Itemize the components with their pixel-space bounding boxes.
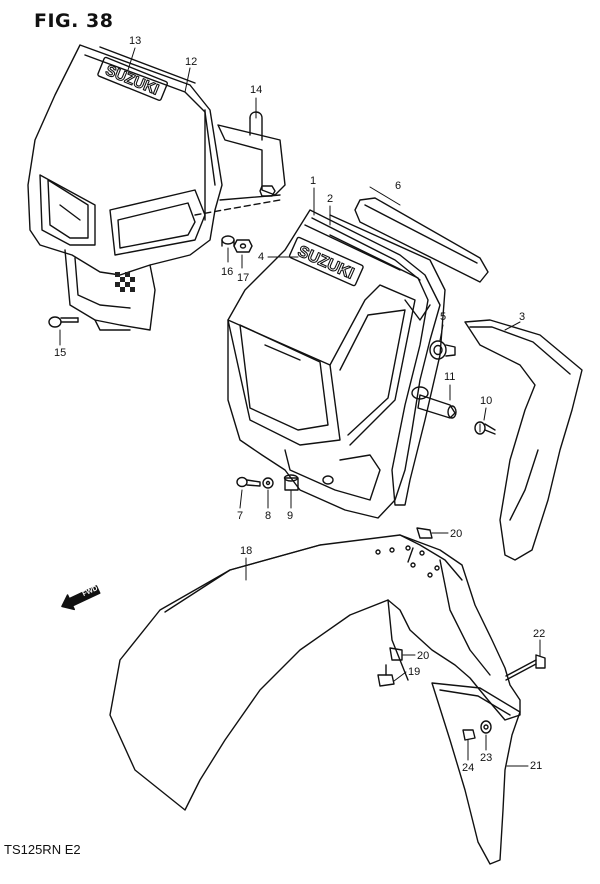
checker-decal xyxy=(115,272,135,292)
callout-8: 8 xyxy=(265,510,272,522)
callout-9: 9 xyxy=(287,510,294,522)
bolt-22 xyxy=(505,654,546,681)
callout-18: 18 xyxy=(240,545,253,557)
bracket-nut xyxy=(259,185,276,197)
model-code: TS125RN E2 xyxy=(4,842,81,857)
clip-nut-20-upper xyxy=(416,527,433,539)
callout-4: 4 xyxy=(258,251,265,263)
clip-nut-20-lower xyxy=(389,647,403,661)
callout-2: 2 xyxy=(327,193,334,205)
callout-5: 5 xyxy=(440,311,447,323)
washer-17 xyxy=(233,239,253,253)
callout-14: 14 xyxy=(250,84,263,96)
screw-7 xyxy=(236,476,261,488)
callout-15: 15 xyxy=(54,347,67,359)
callout-22: 22 xyxy=(533,628,546,640)
callout-23: 23 xyxy=(480,752,493,764)
mud-flap xyxy=(431,682,521,865)
front-fender xyxy=(109,534,521,811)
nut-24 xyxy=(462,729,476,741)
callout-7: 7 xyxy=(237,510,244,522)
nut-16 xyxy=(221,235,235,247)
callout-19: 19 xyxy=(408,666,421,678)
spacer-11 xyxy=(417,394,457,419)
callout-12: 12 xyxy=(185,56,198,68)
upper-suzuki-badge: SUZUKI xyxy=(97,56,168,101)
washer-8 xyxy=(262,477,274,489)
callout-3: 3 xyxy=(519,311,526,323)
washer-23 xyxy=(480,720,492,734)
leader-lines xyxy=(59,47,541,767)
figure-title: FIG. 38 xyxy=(34,10,114,32)
callout-24: 24 xyxy=(462,762,475,774)
callout-1: 1 xyxy=(310,175,317,187)
forward-arrow xyxy=(61,585,101,611)
trim-strip xyxy=(354,197,489,283)
spacer-9 xyxy=(283,474,299,491)
screw-10 xyxy=(474,421,496,435)
lower-headlight-cover xyxy=(227,209,441,519)
grommet-5 xyxy=(429,340,456,360)
callout-17: 17 xyxy=(237,272,250,284)
bolt-15 xyxy=(48,316,79,328)
bolt-19 xyxy=(377,664,395,687)
upper-headlight-cover xyxy=(27,44,281,331)
lower-suzuki-badge: SUZUKI xyxy=(288,236,364,287)
callout-10: 10 xyxy=(480,395,493,407)
mounting-bracket xyxy=(217,111,286,196)
callout-20-lower: 20 xyxy=(417,650,430,662)
callout-16: 16 xyxy=(221,266,234,278)
side-cover xyxy=(464,319,583,561)
callout-11: 11 xyxy=(444,371,456,383)
callout-13: 13 xyxy=(129,35,142,47)
callout-20-upper: 20 xyxy=(450,528,463,540)
callout-6: 6 xyxy=(395,180,402,192)
callout-21: 21 xyxy=(530,760,543,772)
